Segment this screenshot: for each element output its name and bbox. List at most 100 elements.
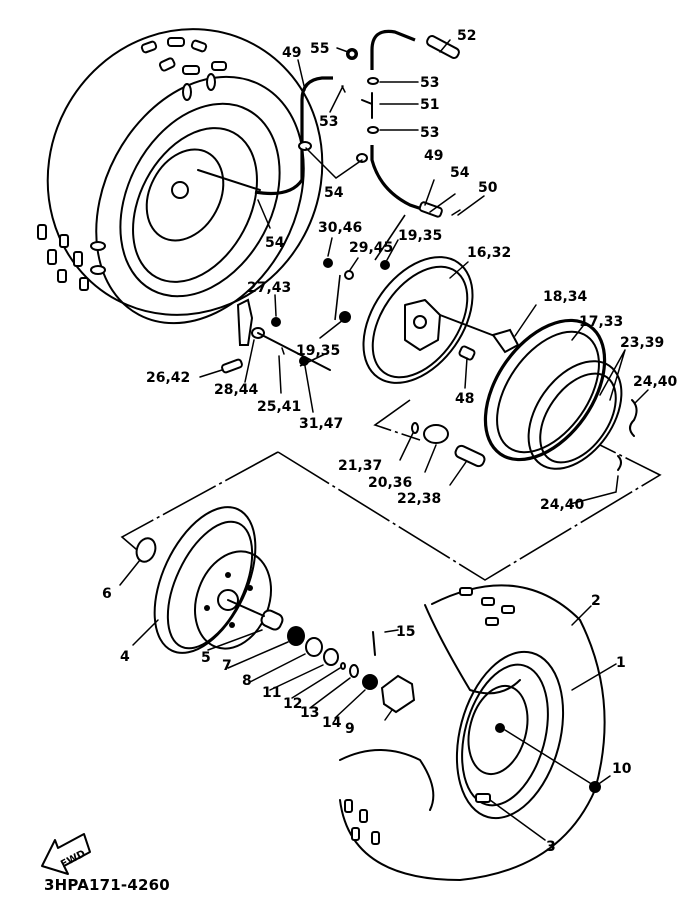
tire-outer-outline [46, 28, 324, 316]
rim-inner [132, 127, 258, 283]
brake-shoes-23-39 [527, 360, 623, 470]
callout-53: 53 [319, 114, 338, 130]
callout-53: 53 [420, 125, 439, 141]
callout-21-37: 21,37 [338, 458, 382, 474]
fwd-label: FWD [59, 848, 87, 870]
washer-29-45 [344, 270, 354, 280]
callout-9: 9 [345, 721, 355, 737]
tire-sidewall [95, 75, 305, 325]
bracket-18-34 [491, 328, 520, 354]
callout-labels: 49 55 52 53 51 53 53 54 49 54 50 54 30,4… [102, 28, 678, 855]
hub-center [171, 181, 189, 199]
axle-line [197, 169, 261, 191]
callout-54: 54 [265, 235, 285, 251]
callout-16-32: 16,32 [467, 245, 511, 261]
tire-cutaway-lower [339, 749, 435, 811]
spring-24-40-a [629, 399, 638, 437]
bearing-8 [305, 637, 323, 657]
clamp-53-c [367, 126, 379, 134]
axle-nut-14 [362, 674, 378, 690]
callout-14: 14 [322, 715, 342, 731]
nut-27-43 [271, 317, 281, 327]
bolt-30-46 [323, 258, 333, 268]
hose-49-upper [300, 76, 333, 180]
callout-24-40: 24,40 [633, 374, 678, 390]
clip-54-upper [298, 141, 312, 151]
callout-2: 2 [591, 593, 601, 609]
brake-panel [323, 256, 520, 384]
callout-24-40: 24,40 [540, 497, 585, 513]
cotter-pin-15 [372, 631, 376, 656]
nut-10 [589, 781, 601, 793]
hub-cap-9 [380, 674, 416, 714]
oring-21-37 [411, 422, 419, 434]
callout-53: 53 [420, 75, 439, 91]
clip-54-lower [418, 201, 443, 218]
callout-22-38: 22,38 [397, 491, 441, 507]
front-hub-group [135, 506, 416, 714]
hub-drum-4 [153, 506, 257, 654]
callout-55: 55 [310, 41, 329, 57]
callout-3: 3 [546, 839, 556, 855]
part-50 [451, 209, 461, 216]
callout-5: 5 [201, 650, 211, 666]
callout-17-33: 17,33 [579, 314, 623, 330]
callout-6: 6 [102, 586, 112, 602]
callout-8: 8 [242, 673, 252, 689]
callout-7: 7 [222, 658, 232, 674]
spacer-5 [260, 609, 284, 631]
brake-drum-17-33 [483, 318, 607, 462]
pin-25-41 [281, 347, 285, 355]
callout-18-34: 18,34 [543, 289, 588, 305]
brake-panel-outer [362, 256, 474, 384]
fwd-arrow-icon [41, 833, 91, 875]
tread-blocks-top [140, 37, 227, 101]
hose-to-hub [254, 179, 304, 196]
nut-48 [458, 345, 476, 361]
callout-23-39: 23,39 [620, 335, 664, 351]
callout-26-42: 26,42 [146, 370, 190, 386]
callout-19-35: 19,35 [296, 343, 340, 359]
callout-12: 12 [283, 696, 302, 712]
wheel-rim-1 [455, 650, 565, 820]
spacer-12 [340, 662, 346, 670]
exploded-front-tire [339, 584, 606, 881]
callout-4: 4 [120, 649, 130, 665]
washer-13 [349, 664, 359, 678]
brake-cam-lever [236, 298, 254, 346]
rim-outer [119, 102, 281, 298]
callout-48: 48 [455, 391, 474, 407]
callout-31-47: 31,47 [299, 416, 343, 432]
oil-seal-6 [135, 537, 157, 563]
callout-25-41: 25,41 [257, 399, 301, 415]
clamp-53-a [367, 77, 379, 85]
callout-20-36: 20,36 [368, 475, 412, 491]
leader-lines [119, 39, 649, 841]
collar-11 [323, 648, 339, 666]
callout-29-45: 29,45 [349, 240, 393, 256]
callout-15: 15 [396, 624, 415, 640]
assembled-front-wheel [37, 28, 324, 325]
camshaft-group [411, 422, 486, 468]
joint-51 [361, 92, 373, 119]
callout-30-46: 30,46 [318, 220, 362, 236]
tire-tread-blocks [344, 587, 515, 845]
alignment-lines [120, 214, 662, 581]
fwd-direction-arrow: FWD [41, 833, 91, 875]
hose-52 [426, 35, 460, 59]
callout-50: 50 [478, 180, 498, 196]
clip-54-mid [356, 153, 368, 163]
hose-bend [370, 29, 416, 51]
callout-27-43: 27,43 [247, 280, 291, 296]
callout-49: 49 [282, 45, 301, 61]
callout-13: 13 [300, 705, 319, 721]
breather-hose-assembly [254, 29, 461, 218]
callout-52: 52 [457, 28, 476, 44]
callout-54: 54 [450, 165, 470, 181]
callout-11: 11 [262, 685, 281, 701]
valve-3 [475, 793, 491, 803]
hose-49-lower [370, 145, 441, 217]
spring-24-40-b [617, 455, 622, 471]
callout-28-44: 28,44 [214, 382, 259, 398]
